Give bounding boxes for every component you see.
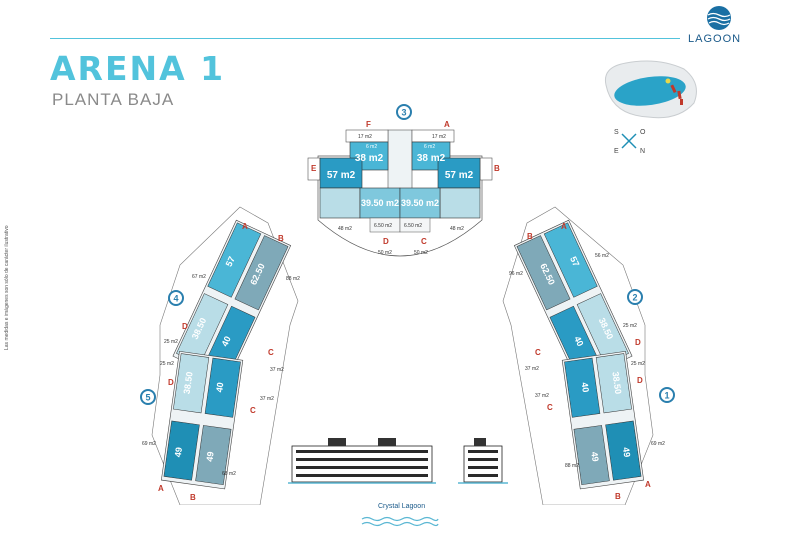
b3-letter-c: C [421, 237, 427, 246]
b3-unit-5: 39.50 m2 [361, 198, 399, 208]
building-3-plan: 38 m2 38 m2 57 m2 57 m2 39.50 m2 39.50 m… [307, 104, 500, 257]
b5-area-3: 69 m2 [142, 441, 156, 447]
b3-letter-f: F [366, 120, 371, 129]
b3-unit-6: 39.50 m2 [401, 198, 439, 208]
b5-unit-2: 40 [214, 382, 225, 393]
b1-area-2: 25 m2 [631, 361, 645, 367]
b3-letter-e: E [311, 164, 317, 173]
b2-unit-2: 57 [568, 255, 581, 268]
b3-area-1: 17 m2 [358, 134, 372, 140]
b2-number-badge: 2 [632, 293, 637, 303]
b4-letter-b: B [278, 234, 284, 243]
b4-area-2: 88 m2 [286, 276, 300, 282]
water-waves-icon [361, 516, 439, 527]
b1-letter-d: D [637, 376, 643, 385]
b5-letter-d: D [168, 378, 174, 387]
location-map [604, 60, 697, 119]
b1-letter-a: A [645, 480, 651, 489]
b1-unit-2: 38.50 [610, 371, 623, 395]
b4-number-badge: 4 [173, 294, 178, 304]
b5-area-2: 37 m2 [260, 396, 274, 402]
b3-letter-b: B [494, 164, 500, 173]
b4-unit-4: 40 [220, 335, 233, 348]
b1-letter-b: B [615, 492, 621, 501]
b2-letter-c: C [535, 348, 541, 357]
b5-letter-c: C [250, 406, 256, 415]
b5-letter-b: B [190, 493, 196, 502]
b3-letter-a: A [444, 120, 450, 129]
b2-letter-a: A [561, 222, 567, 231]
b3-area-3: 6 m2 [366, 144, 377, 150]
logo-text: LAGOON [688, 33, 742, 45]
b3-number-badge: 3 [401, 108, 406, 118]
b3-unit-4: 57 m2 [445, 170, 474, 181]
b2-unit-3: 40 [572, 335, 585, 348]
b2-area-3: 25 m2 [623, 323, 637, 329]
b5-unit-4: 49 [204, 451, 215, 462]
b4-letter-a: A [242, 222, 248, 231]
b3-area-10: 6.50 m2 [404, 223, 422, 229]
compass-n: N [640, 148, 645, 155]
crystal-lagoon-label: Crystal Lagoon [378, 503, 426, 510]
b3-unit-2: 38 m2 [417, 153, 446, 164]
b2-area-2: 56 m2 [595, 253, 609, 259]
b5-unit-1: 38.50 [182, 371, 195, 395]
b3-unit-1: 38 m2 [355, 153, 384, 164]
b2-letter-d: D [635, 338, 641, 347]
compass-s: S [614, 129, 619, 136]
b1-unit-4: 49 [621, 447, 632, 458]
compass-e: E [614, 148, 619, 155]
b1-area-4: 69 m2 [651, 441, 665, 447]
b3-area-4: 6 m2 [424, 144, 435, 150]
b4-letter-d: D [182, 322, 188, 331]
b3-area-8: 50 m2 [414, 250, 428, 256]
b5-unit-3: 49 [173, 447, 184, 458]
front-elevation-drawing [288, 438, 436, 484]
left-wing-plan: 57 62.50 38.50 40 38.50 40 49 49 67 m2 8… [140, 206, 300, 505]
b4-unit-1: 57 [224, 255, 237, 268]
b5-number-badge: 5 [145, 393, 150, 403]
b3-area-2: 17 m2 [432, 134, 446, 140]
b4-letter-c: C [268, 348, 274, 357]
side-elevation-drawing [458, 438, 508, 484]
b2-area-4: 37 m2 [525, 366, 539, 372]
b4-area-1: 67 m2 [192, 274, 206, 280]
b1-area-3: 88 m2 [565, 463, 579, 469]
page-title: ARENA 1 [50, 49, 226, 88]
b1-unit-3: 49 [589, 451, 600, 462]
b3-unit-3: 57 m2 [327, 170, 356, 181]
b5-area-4: 68 m2 [222, 471, 236, 477]
header-rule [50, 38, 680, 39]
b3-area-5: 48 m2 [338, 226, 352, 232]
b1-unit-1: 40 [580, 382, 591, 393]
page-subtitle: PLANTA BAJA [52, 90, 175, 109]
b1-letter-c: C [547, 403, 553, 412]
b4-area-4: 37 m2 [270, 367, 284, 373]
right-wing-plan: 62.50 57 40 38.50 40 38.50 49 49 96 m2 5… [502, 206, 675, 505]
b5-area-1: 25 m2 [160, 361, 174, 367]
b3-letter-d: D [383, 237, 389, 246]
b2-letter-b: B [527, 232, 533, 241]
b1-area-1: 37 m2 [535, 393, 549, 399]
compass-icon: S O E N [614, 129, 646, 155]
b4-area-3: 25 m2 [164, 339, 178, 345]
b2-area-1: 96 m2 [509, 271, 523, 277]
b3-area-9: 6.50 m2 [374, 223, 392, 229]
disclaimer-note: Las medidas e imágenes son sólo de carác… [4, 225, 10, 350]
b1-number-badge: 1 [664, 391, 669, 401]
compass-o: O [640, 129, 646, 136]
b3-area-7: 50 m2 [378, 250, 392, 256]
b5-letter-a: A [158, 484, 164, 493]
lagoon-logo-icon [707, 6, 731, 30]
b3-area-6: 48 m2 [450, 226, 464, 232]
